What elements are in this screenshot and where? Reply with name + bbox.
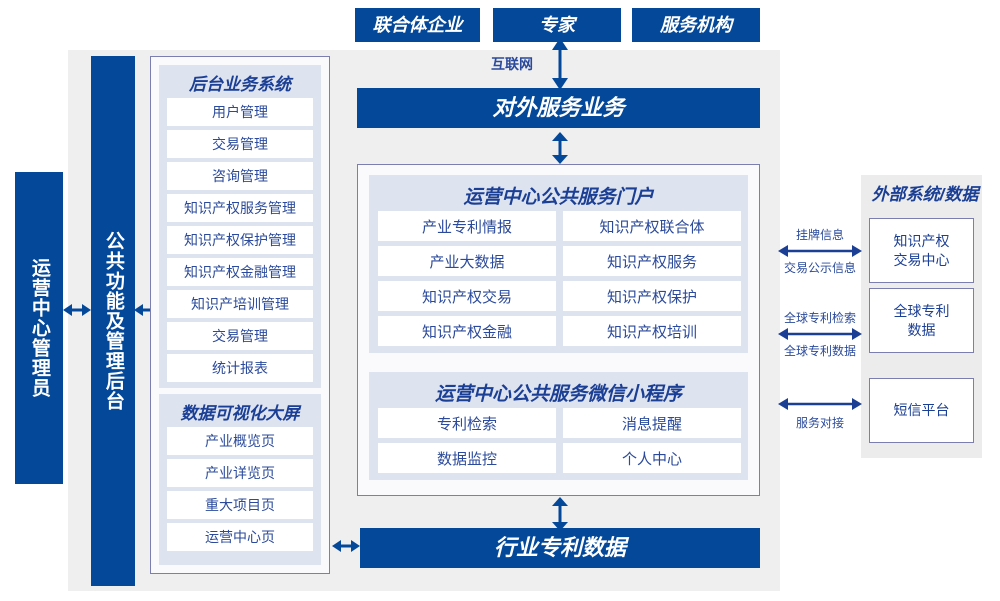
- external-link-label-below-1: 全球专利数据: [783, 344, 856, 358]
- mini-item-3[interactable]: 个人中心: [563, 443, 741, 473]
- internet-label: 互联网: [491, 56, 533, 72]
- portal-item-6[interactable]: 知识产权金融: [378, 316, 556, 346]
- dataviz-item-2[interactable]: 重大项目页: [167, 491, 313, 519]
- dataviz-item-label-3: 运营中心页: [205, 529, 275, 545]
- external-item-0-line2: 交易中心: [893, 251, 950, 268]
- portal-item-label-4: 知识产权交易: [421, 288, 512, 306]
- dataviz-to-industry-arrow-icon: [332, 540, 360, 552]
- portal-to-industry-arrow-icon: [552, 497, 568, 531]
- dataviz-item-3[interactable]: 运营中心页: [167, 523, 313, 551]
- backend-item-6[interactable]: 知识产培训管理: [167, 290, 313, 318]
- portal-item-1[interactable]: 知识产权联合体: [563, 211, 741, 241]
- external-item-1-line1: 全球专利: [893, 302, 950, 319]
- portal-item-4[interactable]: 知识产权交易: [378, 281, 556, 311]
- portal-item-7[interactable]: 知识产权培训: [563, 316, 741, 346]
- operation-center-admin-label: 运营中心管理员: [28, 258, 50, 398]
- mini-item-1[interactable]: 消息提醒: [563, 408, 741, 438]
- external-item-1-line2: 数据: [907, 321, 936, 338]
- internet-arrow-icon: [552, 38, 568, 90]
- backend-item-3[interactable]: 知识产权服务管理: [167, 194, 313, 222]
- external-link-label-below-0: 交易公示信息: [783, 261, 856, 275]
- backend-item-5[interactable]: 知识产权金融管理: [167, 258, 313, 286]
- external-item-0[interactable]: 知识产权 交易中心: [869, 218, 974, 283]
- backend-item-7[interactable]: 交易管理: [167, 322, 313, 350]
- dataviz-item-label-2: 重大项目页: [205, 497, 275, 513]
- mini-item-label-3: 个人中心: [621, 450, 682, 468]
- external-link-arrow-icon-0: [778, 245, 862, 257]
- common-function-admin-label: 公共功能及管理后台: [102, 231, 124, 411]
- mini-item-label-0: 专利检索: [436, 415, 497, 433]
- top-actor-label-1: 专家: [539, 14, 575, 35]
- data-visualization-title: 数据可视化大屏: [180, 404, 300, 423]
- dataviz-item-0[interactable]: 产业概览页: [167, 427, 313, 455]
- external-service-bar[interactable]: 对外服务业务: [357, 88, 760, 128]
- external-link-arrow-icon-2: [778, 398, 862, 410]
- backend-item-label-0: 用户管理: [212, 104, 268, 120]
- portal-item-0[interactable]: 产业专利情报: [378, 211, 556, 241]
- portal-item-5[interactable]: 知识产权保护: [563, 281, 741, 311]
- mini-item-2[interactable]: 数据监控: [378, 443, 556, 473]
- top-actor-label-0: 联合体企业: [372, 14, 463, 35]
- industry-patent-data-label: 行业专利数据: [493, 535, 626, 561]
- dataviz-item-label-0: 产业概览页: [205, 433, 275, 449]
- backend-item-label-5: 知识产权金融管理: [184, 264, 296, 280]
- external-service-label: 对外服务业务: [492, 95, 625, 121]
- backend-item-8[interactable]: 统计报表: [167, 354, 313, 382]
- top-actor-box-2[interactable]: 服务机构: [632, 8, 760, 42]
- backend-item-label-1: 交易管理: [212, 136, 268, 152]
- industry-patent-data-bar[interactable]: 行业专利数据: [360, 528, 760, 568]
- portal-item-label-1: 知识产权联合体: [599, 218, 705, 236]
- backend-item-label-7: 交易管理: [212, 328, 268, 344]
- top-actor-label-2: 服务机构: [660, 14, 732, 35]
- admin-to-common-arrow-icon: [63, 304, 91, 316]
- external-item-0-line1: 知识产权: [893, 232, 950, 249]
- external-link-label-above-1: 全球专利检索: [783, 311, 856, 325]
- backend-item-label-6: 知识产培训管理: [191, 296, 289, 312]
- portal-item-label-3: 知识产权服务: [606, 253, 697, 271]
- portal-item-label-7: 知识产权培训: [606, 323, 697, 341]
- external-link-arrow-icon-1: [778, 328, 862, 340]
- mini-item-0[interactable]: 专利检索: [378, 408, 556, 438]
- service-to-portal-arrow-icon: [552, 132, 568, 164]
- dataviz-item-label-1: 产业详览页: [205, 465, 275, 481]
- common-function-admin-box[interactable]: 公共功能及管理后台: [91, 56, 135, 586]
- external-link-label-below-2: 服务对接: [795, 416, 844, 430]
- operation-center-admin-box[interactable]: 运营中心管理员: [15, 172, 63, 484]
- mini-item-label-2: 数据监控: [436, 450, 497, 468]
- portal-item-label-5: 知识产权保护: [606, 288, 697, 306]
- portal-item-3[interactable]: 知识产权服务: [563, 246, 741, 276]
- external-item-2[interactable]: 短信平台: [869, 378, 974, 443]
- top-actor-box-0[interactable]: 联合体企业: [355, 8, 480, 42]
- portal-item-label-2: 产业大数据: [429, 253, 505, 271]
- external-item-1[interactable]: 全球专利 数据: [869, 288, 974, 353]
- external-item-2-line1: 短信平台: [893, 402, 950, 419]
- public-portal-title: 运营中心公共服务门户: [463, 187, 654, 208]
- external-systems-title: 外部系统/数据: [871, 185, 979, 204]
- backend-system-title: 后台业务系统: [189, 75, 291, 94]
- backend-item-4[interactable]: 知识产权保护管理: [167, 226, 313, 254]
- portal-item-2[interactable]: 产业大数据: [378, 246, 556, 276]
- external-link-label-above-0: 挂牌信息: [795, 228, 844, 242]
- backend-item-label-4: 知识产权保护管理: [184, 232, 296, 248]
- backend-item-0[interactable]: 用户管理: [167, 98, 313, 126]
- backend-item-label-8: 统计报表: [212, 360, 268, 376]
- portal-item-label-6: 知识产权金融: [421, 323, 512, 341]
- backend-item-label-2: 咨询管理: [212, 168, 268, 184]
- dataviz-item-1[interactable]: 产业详览页: [167, 459, 313, 487]
- backend-item-label-3: 知识产权服务管理: [184, 200, 296, 216]
- backend-item-2[interactable]: 咨询管理: [167, 162, 313, 190]
- mini-program-title: 运营中心公共服务微信小程序: [434, 384, 682, 405]
- backend-item-1[interactable]: 交易管理: [167, 130, 313, 158]
- top-actor-box-1[interactable]: 专家: [493, 8, 621, 42]
- portal-item-label-0: 产业专利情报: [421, 218, 512, 236]
- mini-item-label-1: 消息提醒: [621, 415, 682, 433]
